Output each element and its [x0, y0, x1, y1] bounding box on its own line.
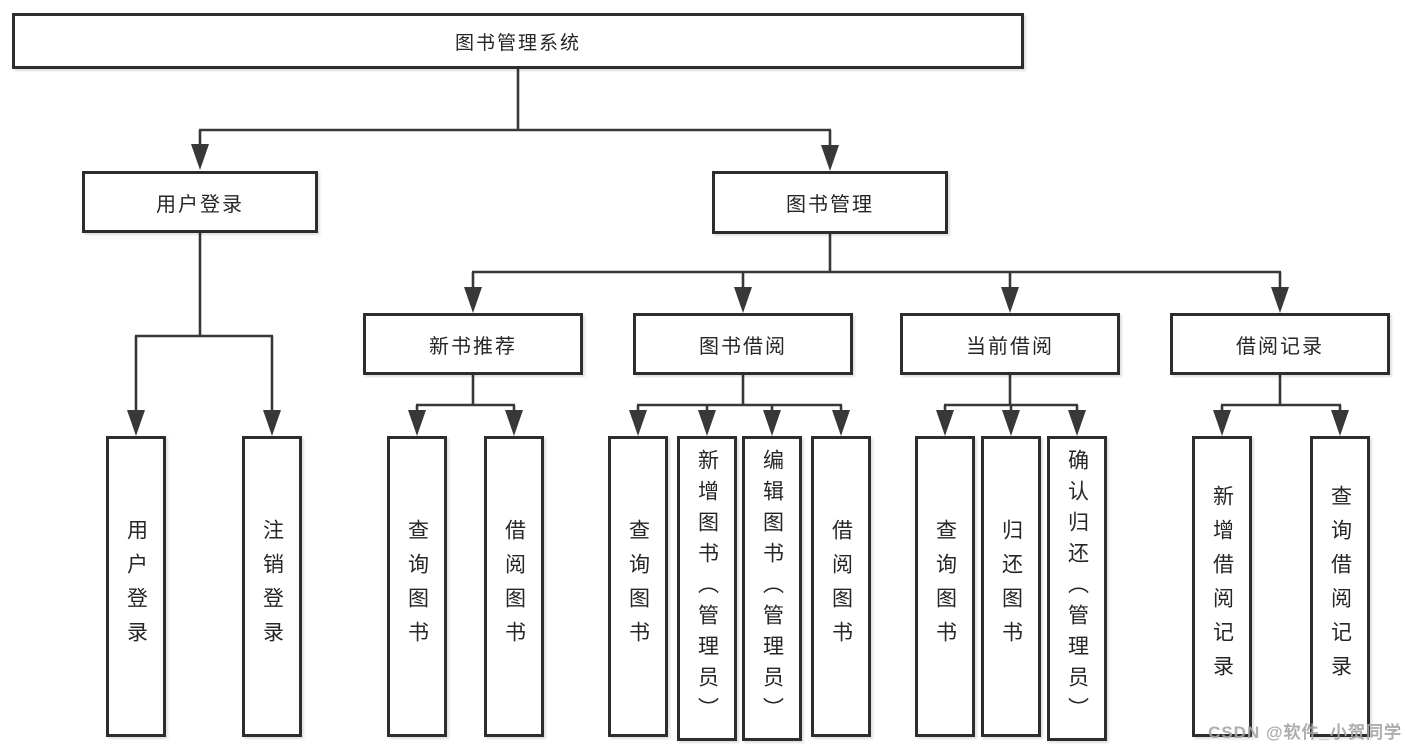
connector-bookmgmt-to-level3 — [464, 234, 1289, 313]
node-borrowing-records: 借阅记录 — [1170, 313, 1390, 375]
connector-userlogin-to-leaves — [127, 233, 281, 436]
leaf-confirm-return-admin: 确认归还（管理员） — [1047, 436, 1107, 741]
leaf-edit-book-admin: 编辑图书（管理员） — [742, 436, 802, 741]
node-book-borrowing: 图书借阅 — [633, 313, 853, 375]
leaf-query-books-borrowing: 查询图书 — [608, 436, 668, 737]
leaf-borrow-books-recommend: 借阅图书 — [484, 436, 544, 737]
connector-records-to-leaves — [1213, 375, 1349, 436]
leaf-query-borrow-record: 查询借阅记录 — [1310, 436, 1370, 737]
leaf-return-book: 归还图书 — [981, 436, 1041, 737]
node-user-login: 用户登录 — [82, 171, 318, 233]
leaf-user-login: 用户登录 — [106, 436, 166, 737]
leaf-add-borrow-record: 新增借阅记录 — [1192, 436, 1252, 737]
leaf-add-book-admin: 新增图书（管理员） — [677, 436, 737, 741]
csdn-watermark: CSDN @软件_小贺同学 — [1208, 723, 1402, 742]
leaf-logout: 注销登录 — [242, 436, 302, 737]
node-current-borrowing: 当前借阅 — [900, 313, 1120, 375]
leaf-borrow-books-borrowing: 借阅图书 — [811, 436, 871, 737]
connector-current-to-leaves — [936, 375, 1086, 436]
node-new-book-recommendation: 新书推荐 — [363, 313, 583, 375]
leaf-query-books-recommend: 查询图书 — [387, 436, 447, 737]
node-library-management-system: 图书管理系统 — [12, 13, 1024, 69]
node-book-management: 图书管理 — [712, 171, 948, 234]
connector-root-to-level2 — [191, 69, 839, 171]
connector-newbook-to-leaves — [408, 375, 523, 436]
leaf-query-books-current: 查询图书 — [915, 436, 975, 737]
connector-borrow-to-leaves — [629, 375, 850, 436]
